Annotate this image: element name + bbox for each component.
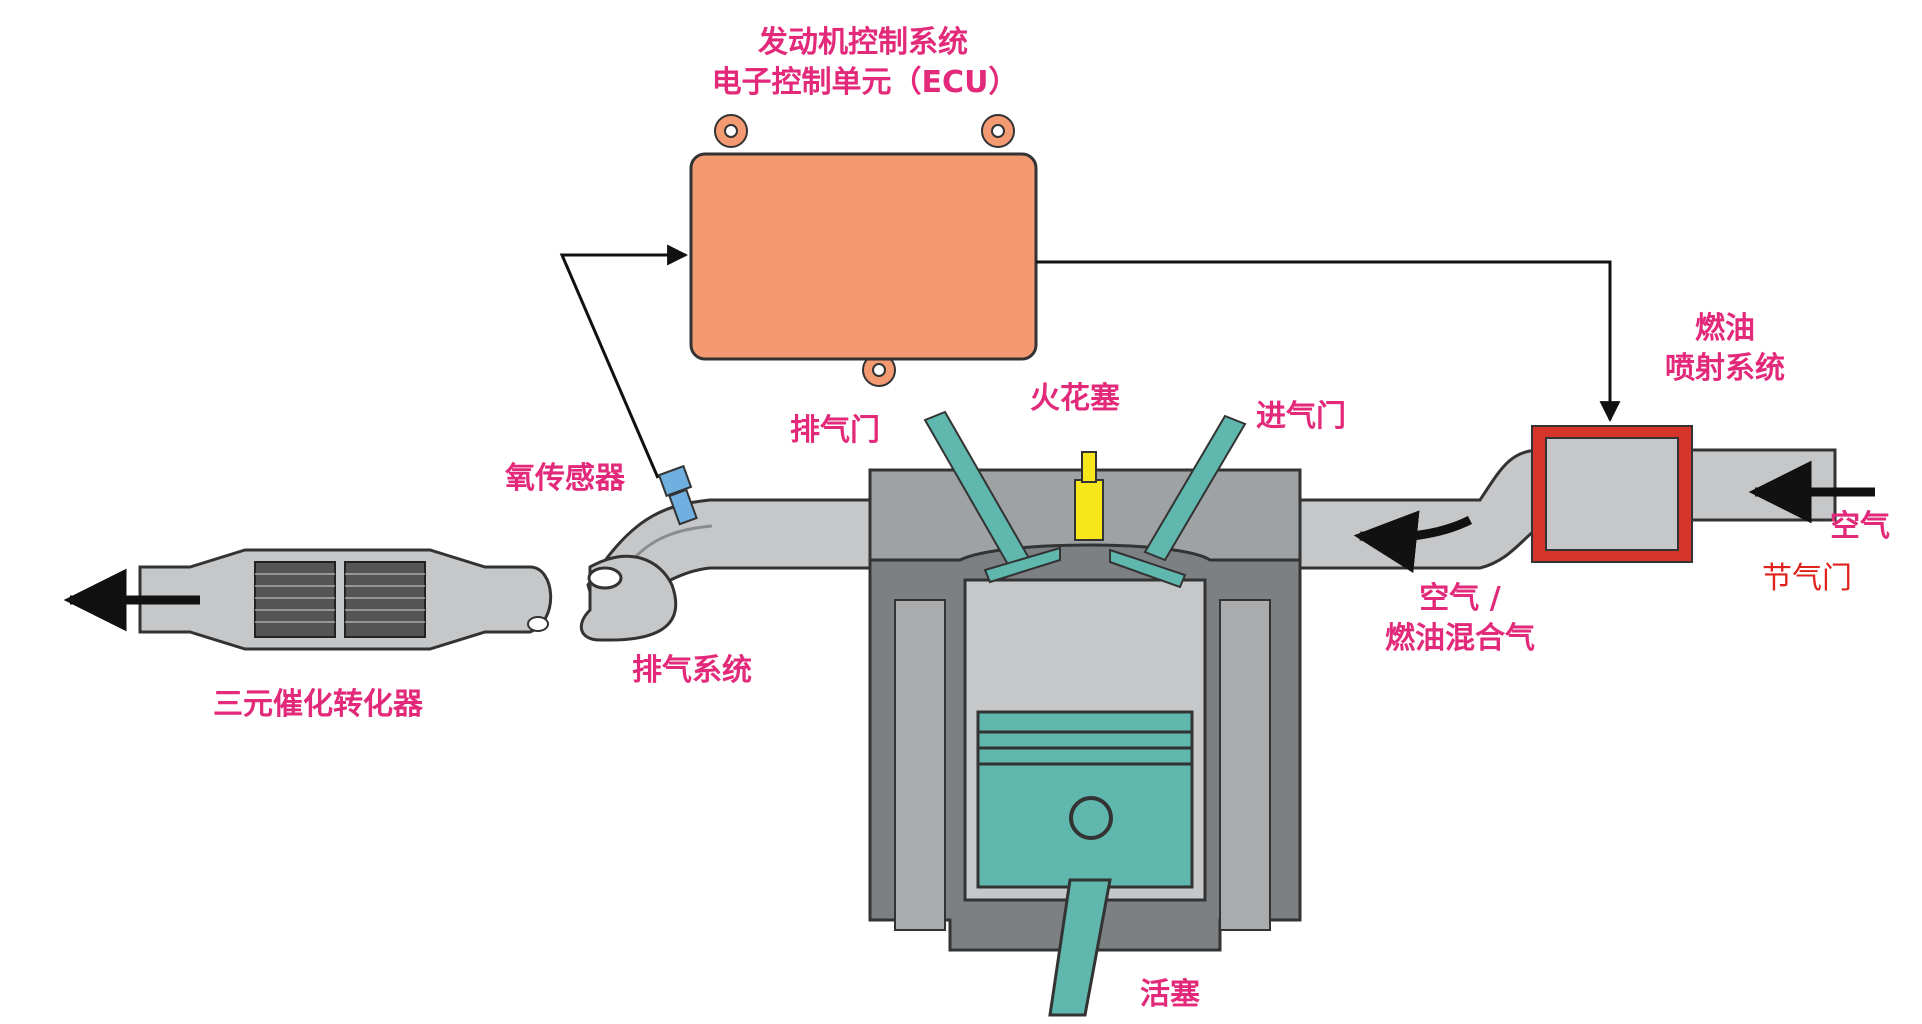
- catalytic-converter: [138, 548, 553, 651]
- ecu-unit: [689, 114, 1038, 387]
- oxygen-sensor: [657, 464, 698, 526]
- mixture-label-line1: 空气 /: [1419, 581, 1501, 616]
- ecu-label-line2: 电子控制单元（ECU）: [711, 65, 1019, 100]
- piston-label: 活塞: [1140, 977, 1200, 1012]
- intake-valve-label: 进气门: [1256, 399, 1346, 434]
- throttle-label: 节气门: [1762, 561, 1852, 596]
- intake-valve: [1109, 414, 1247, 589]
- piston: [976, 710, 1194, 1017]
- fuel-injection-label-line1: 燃油: [1695, 311, 1755, 346]
- oxygen-sensor-label: 氧传感器: [505, 461, 625, 496]
- exhaust-valve-label: 排气门: [790, 413, 880, 448]
- fuel-injection-label-line2: 喷射系统: [1665, 351, 1785, 386]
- sensor-to-ecu-wire: [559, 244, 689, 479]
- catalytic-converter-label: 三元催化转化器: [213, 687, 423, 722]
- ecu-to-injector-wire: [1036, 260, 1621, 423]
- spark-plug-label: 火花塞: [1030, 381, 1120, 416]
- mixture-flow-arrow: [1353, 510, 1473, 573]
- air-label: 空气: [1830, 509, 1890, 544]
- spark-plug: [1074, 451, 1104, 541]
- ecu-label-line1: 发动机控制系统: [758, 25, 968, 60]
- exhaust-valve: [923, 410, 1061, 584]
- mixture-label-line2: 燃油混合气: [1385, 621, 1535, 656]
- fuel-injection-unit: [1531, 425, 1693, 563]
- exhaust-system-label: 排气系统: [632, 653, 752, 688]
